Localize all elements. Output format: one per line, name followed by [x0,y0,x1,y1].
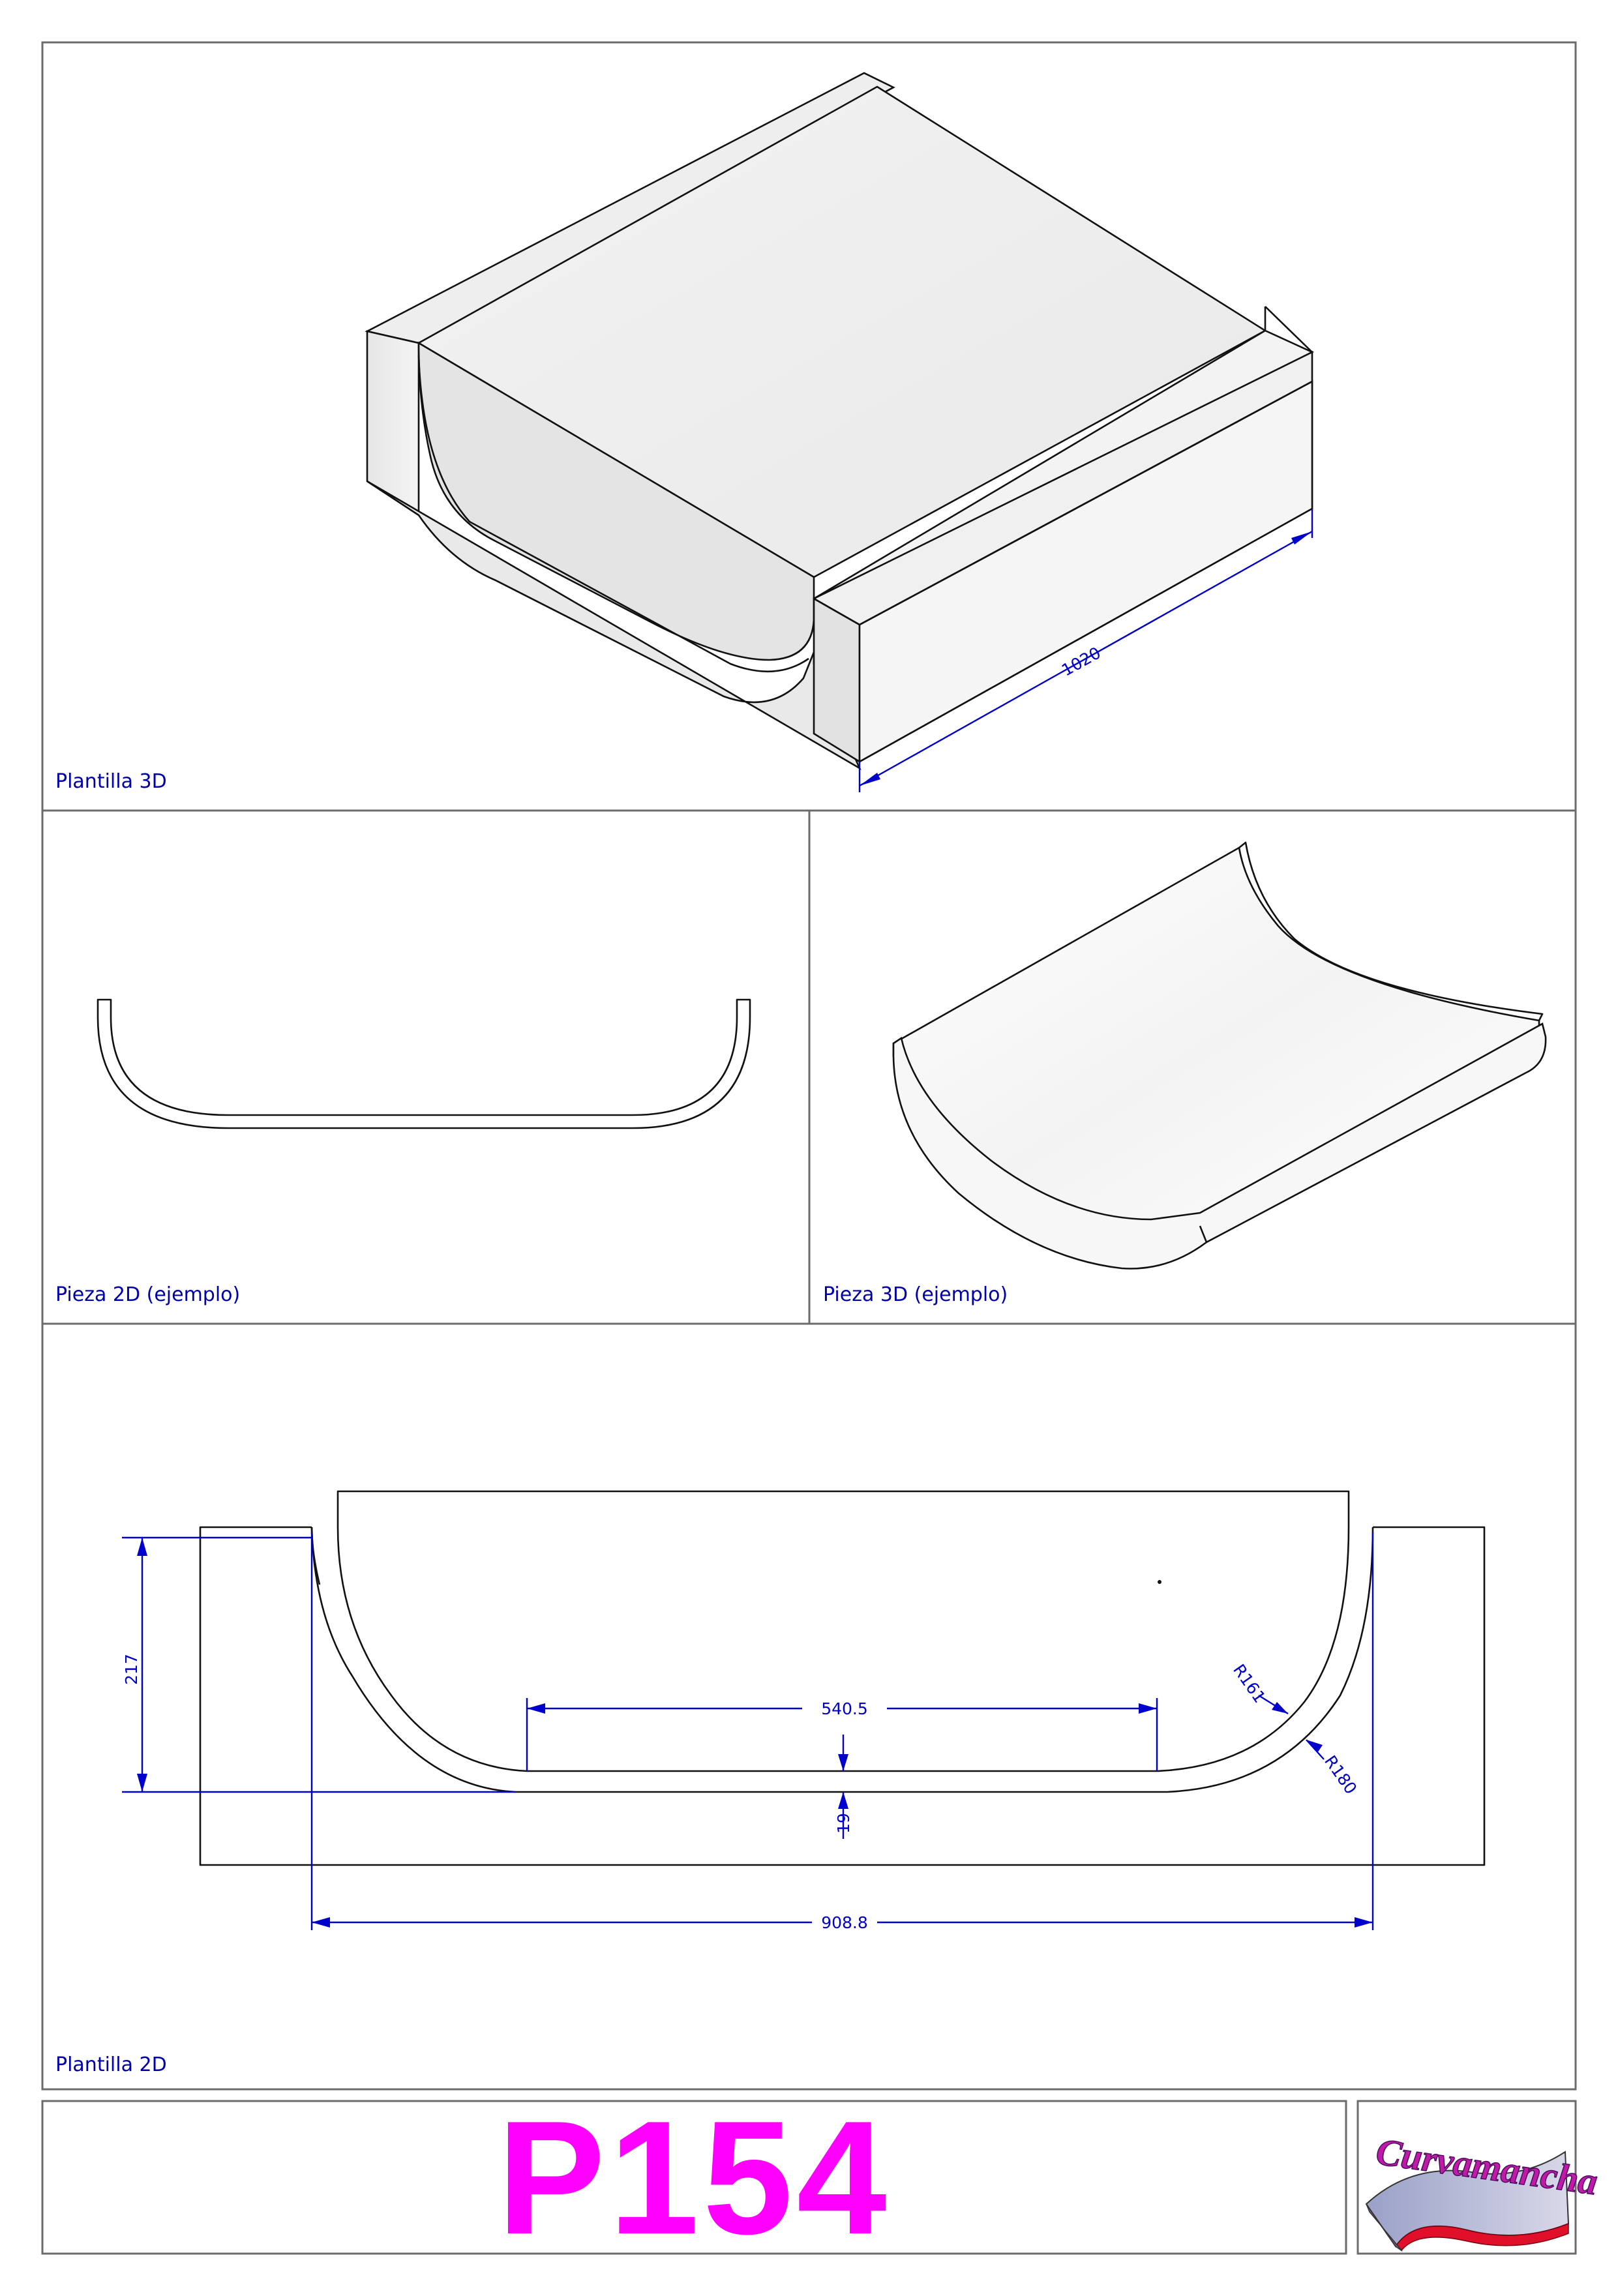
sheet-frames [41,41,1577,2255]
panel-label-template-2d: Plantilla 2D [55,2053,167,2076]
dim-text-r161: R161 [1229,1661,1269,1707]
template-3d-drawing [365,72,1314,771]
template-2d-drawing [199,1490,1486,1866]
dim-text-540: 540.5 [821,1699,868,1718]
piece-2d-profile [97,998,751,1129]
panel-label-piece-2d: Pieza 2D (ejemplo) [55,1283,240,1306]
panel-label-template-3d: Plantilla 3D [55,770,167,793]
dim-text-908: 908.8 [821,1913,868,1932]
dim-text-1020: 1020 [1058,643,1104,679]
dim-text-19: 19 [834,1813,853,1834]
template-2d-dimensions: 217 540.5 19 908.8 R161 R180 [122,1532,1374,1932]
panel-label-piece-3d: Pieza 3D (ejemplo) [823,1283,1008,1306]
dim-text-r180: R180 [1321,1752,1360,1798]
dim-text-217: 217 [122,1654,141,1685]
piece-code: P154 [497,2087,890,2268]
curved-slab-logo-icon [1365,2151,1570,2252]
piece-3d-shell [892,841,1547,1270]
